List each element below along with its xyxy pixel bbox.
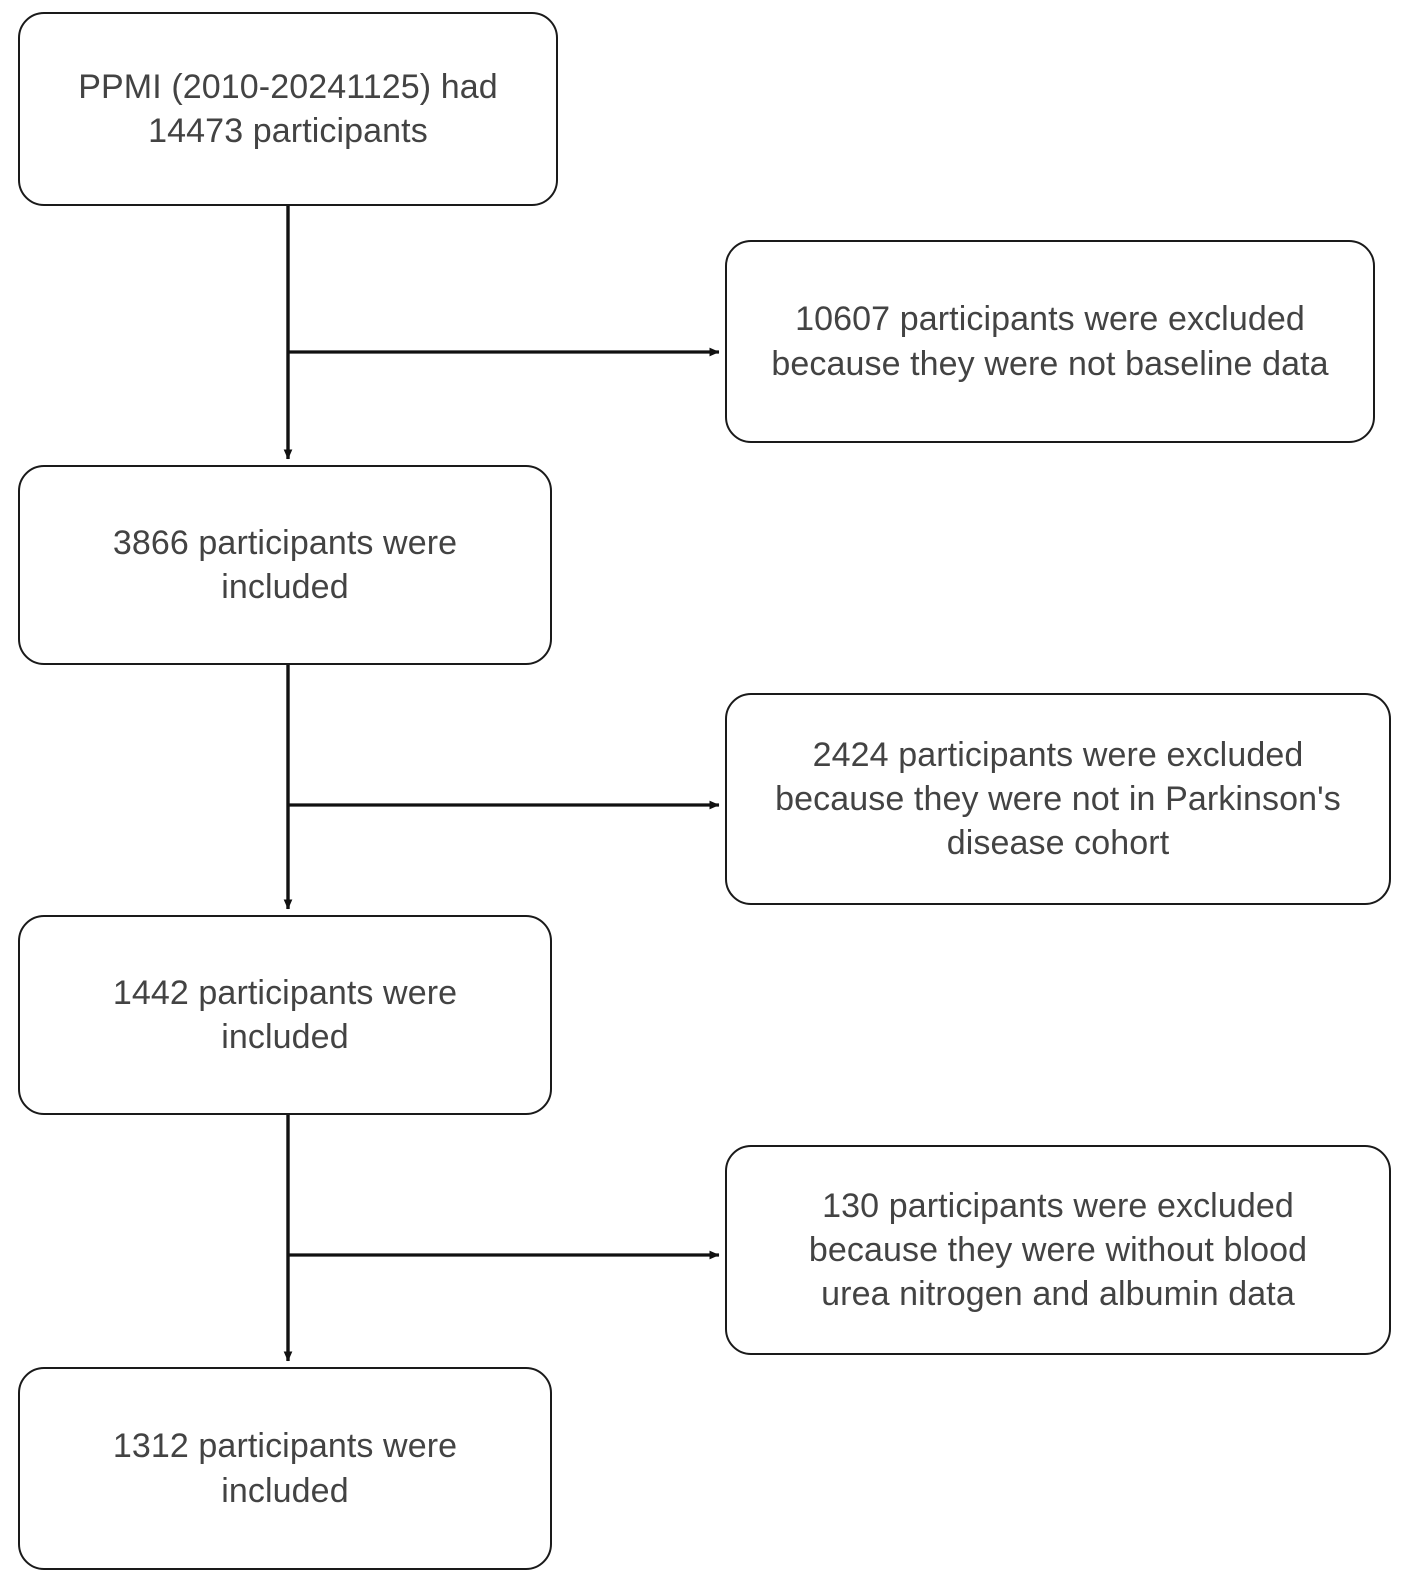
node-included-final-label: 1312 participants were included bbox=[112, 1427, 458, 1510]
node-included-baseline: 3866 participants were included bbox=[18, 465, 552, 665]
node-included-pd-cohort: 1442 participants were included bbox=[18, 915, 552, 1115]
node-excluded-not-pd-cohort: 2424 participants were excluded because … bbox=[725, 693, 1391, 905]
node-ppmi-cohort-total: PPMI (2010-20241125) had 14473 participa… bbox=[18, 12, 558, 206]
node-excluded-missing-labs: 130 participants were excluded because t… bbox=[725, 1145, 1391, 1355]
node-included-final: 1312 participants were included bbox=[18, 1367, 552, 1570]
node-ppmi-cohort-total-label: PPMI (2010-20241125) had 14473 participa… bbox=[78, 67, 498, 150]
node-excluded-missing-labs-label: 130 participants were excluded because t… bbox=[808, 1186, 1308, 1314]
node-included-pd-cohort-label: 1442 participants were included bbox=[112, 973, 458, 1056]
node-excluded-not-baseline: 10607 participants were excluded because… bbox=[725, 240, 1375, 443]
node-excluded-not-pd-cohort-label: 2424 participants were excluded because … bbox=[775, 735, 1341, 863]
node-included-baseline-label: 3866 participants were included bbox=[112, 523, 458, 606]
node-excluded-not-baseline-label: 10607 participants were excluded because… bbox=[771, 300, 1329, 383]
